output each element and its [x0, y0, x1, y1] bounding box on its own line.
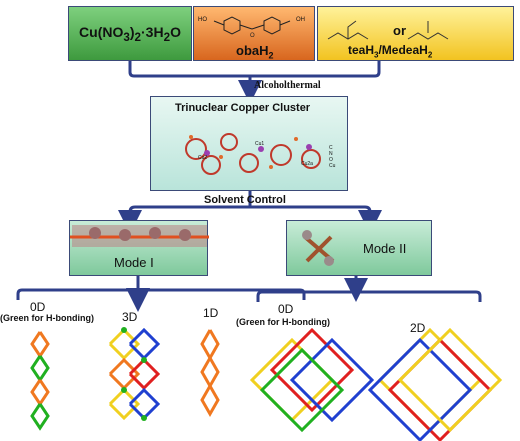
mode-1-image — [70, 225, 209, 247]
atom-label-cu1: Cu1 — [255, 141, 265, 147]
amine-box: or teaH3/MedeaH2 — [317, 6, 514, 61]
ho-label: HO — [198, 17, 207, 23]
reaction-condition: Alcoholthermal — [254, 80, 321, 91]
amine-or-label: or — [393, 23, 406, 38]
atom-label-cu2a: Cu2a — [301, 161, 313, 167]
metal-salt-box: Cu(NO3)2·3H2O — [68, 6, 192, 61]
svg-text:O: O — [250, 33, 255, 39]
m2-hbond-note: (Green for H-bonding) — [236, 317, 330, 327]
obah2-structure-icon: O — [213, 16, 291, 39]
cluster-structure-icon — [185, 133, 321, 175]
m1-0d-label: 0D — [30, 300, 46, 314]
control-label: Solvent Control — [204, 194, 286, 206]
m2-2d-net — [367, 327, 503, 441]
m2-0d-net — [249, 327, 375, 433]
oh-label: OH — [296, 17, 305, 23]
cluster-box: Trinuclear Copper Cluster Cu2 Cu1 Cu2a C… — [150, 96, 348, 191]
m1-1d-label: 1D — [203, 306, 219, 320]
atom-label-cu2: Cu2 — [198, 155, 208, 161]
m1-0d-chain — [30, 331, 50, 431]
m1-hbond-note: (Green for H-bonding) — [0, 313, 94, 323]
mode-2-box: Mode II — [286, 220, 432, 276]
amine-structure-icon — [327, 20, 449, 40]
m1-3d-net — [108, 327, 161, 421]
atom-legend: C N O Cu — [329, 145, 336, 169]
mode-1-box: Mode I — [69, 220, 209, 276]
m2-2d-label: 2D — [410, 321, 426, 335]
metal-salt-label: Cu(NO3)2·3H2O — [79, 23, 181, 44]
m2-0d-label: 0D — [278, 302, 294, 316]
m1-1d-chain — [200, 329, 220, 418]
ligand-box: O HO OH obaH2 — [193, 6, 315, 61]
m1-3d-label: 3D — [122, 310, 138, 324]
amine-label: teaH3/MedeaH2 — [348, 43, 433, 60]
cluster-title: Trinuclear Copper Cluster — [175, 102, 311, 114]
mode-1-label: Mode I — [114, 255, 154, 270]
mode-2-image — [302, 230, 335, 266]
mode-2-label: Mode II — [363, 241, 407, 256]
ligand-label: obaH2 — [236, 43, 274, 61]
